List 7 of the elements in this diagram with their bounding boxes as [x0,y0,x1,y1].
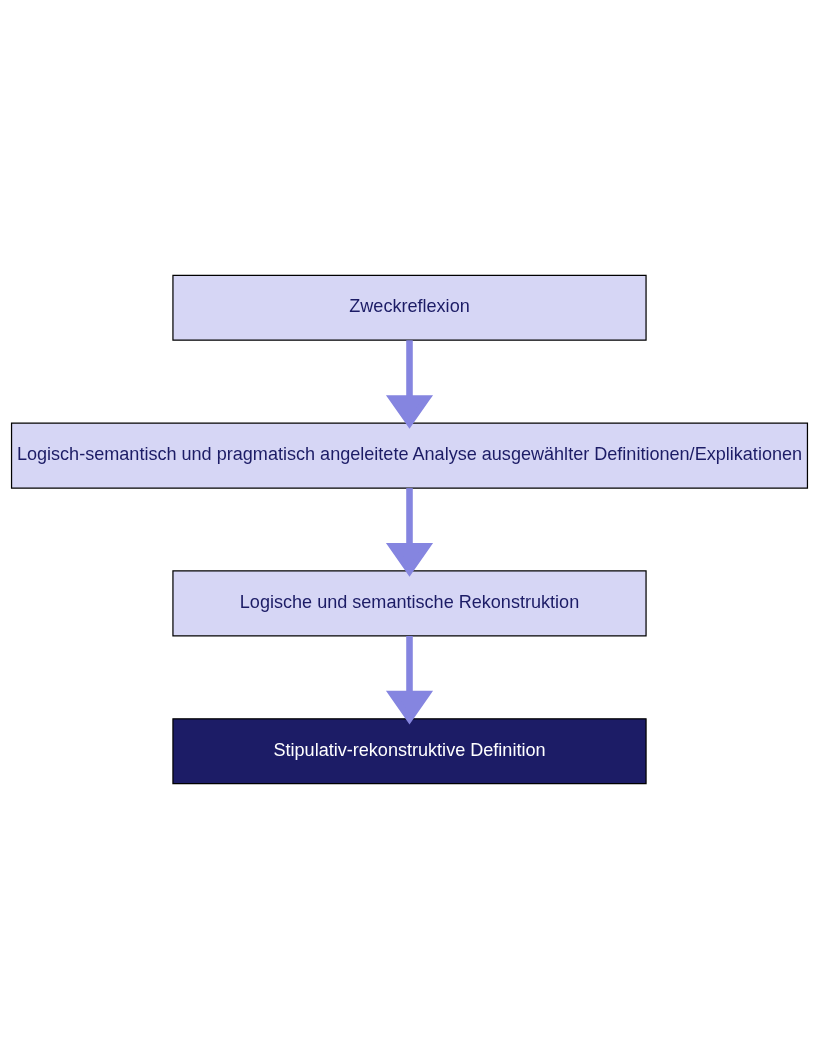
node-box: Stipulativ-rekonstruktive Definition [172,718,647,785]
node-box: Logische und semantische Rekonstruktion [172,570,647,637]
node-box: Zweckreflexion [172,274,647,341]
arrow [385,635,434,725]
arrow [385,340,434,429]
arrow [385,488,434,577]
node-box: Logisch-semantisch und pragmatisch angeleitete Analyse ausgewählter Definitionen/Explikationen [10,422,809,489]
